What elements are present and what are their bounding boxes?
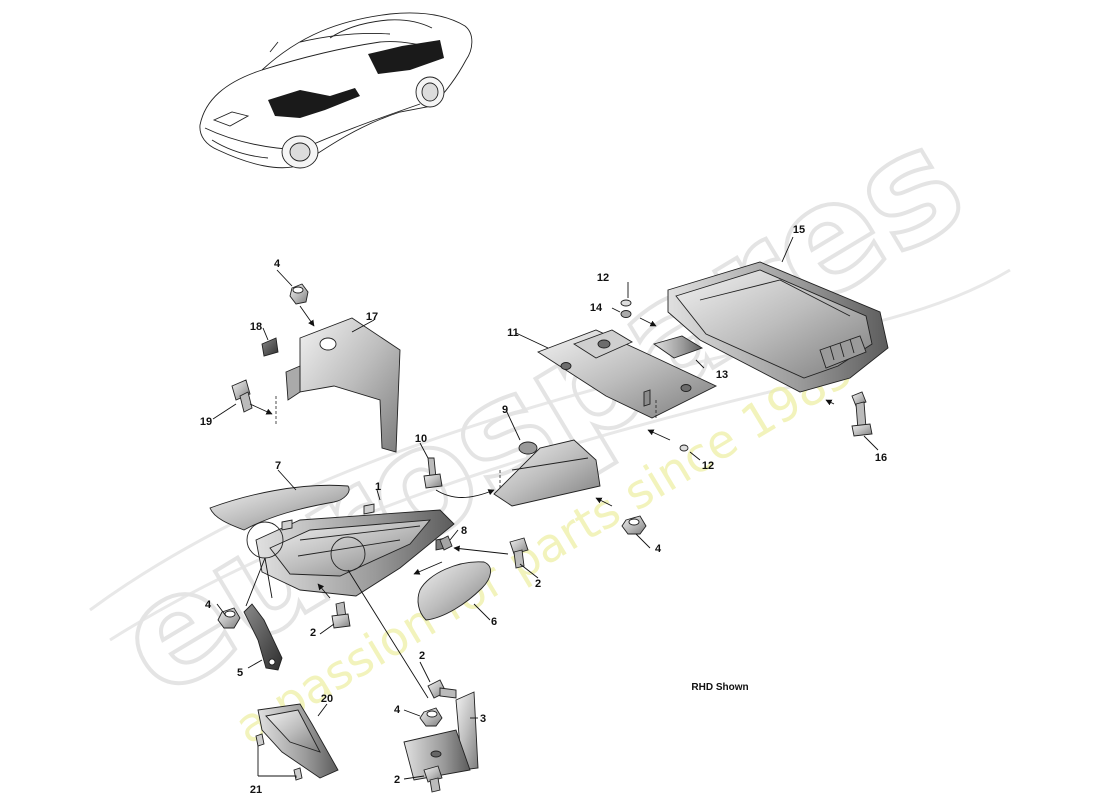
callout-2-lower: 2 xyxy=(419,650,425,662)
nut-4-top xyxy=(289,283,309,305)
callout-11: 11 xyxy=(507,327,519,339)
callout-14: 14 xyxy=(590,302,603,314)
callout-12-top: 12 xyxy=(597,272,609,284)
watermark: eurospares a passion for parts since 198… xyxy=(87,91,1011,755)
part-11-mounting-plate xyxy=(537,329,718,419)
part-7-upper-shield xyxy=(209,484,350,531)
callout-4-right: 4 xyxy=(655,543,662,555)
callout-7: 7 xyxy=(275,460,281,472)
bolt-19 xyxy=(231,379,253,413)
callout-3: 3 xyxy=(480,713,486,725)
part-13-pad xyxy=(652,335,704,359)
callout-labels: 15 12 14 11 13 4 17 18 19 9 10 12 16 7 1… xyxy=(200,224,887,796)
nut-4-lower xyxy=(419,707,443,727)
part-3-angle-bracket xyxy=(403,691,479,781)
washer-14 xyxy=(620,310,632,318)
callout-2-bottom: 2 xyxy=(394,774,400,786)
rhd-shown-note: RHD Shown xyxy=(691,682,748,693)
bolt-10 xyxy=(423,457,443,489)
bolt-2-bottom xyxy=(423,765,443,793)
part-1-exhaust-heat-shield xyxy=(246,503,455,597)
fasteners xyxy=(217,283,873,793)
callout-9: 9 xyxy=(502,404,508,416)
leader-lines xyxy=(212,236,879,780)
callout-19: 19 xyxy=(200,416,212,428)
part-15-undertray xyxy=(667,261,889,393)
callout-13: 13 xyxy=(716,369,728,381)
callout-4-top: 4 xyxy=(274,258,281,270)
bolt-16 xyxy=(851,391,873,437)
washer-12-lower xyxy=(679,444,689,452)
bolt-2-middle xyxy=(509,537,529,569)
callout-4-lower: 4 xyxy=(394,704,401,716)
callout-5: 5 xyxy=(237,667,243,679)
callout-16: 16 xyxy=(875,452,887,464)
callout-21: 21 xyxy=(250,784,262,796)
nut-4-right xyxy=(621,515,647,535)
callout-18: 18 xyxy=(250,321,262,333)
part-6-curved-shield xyxy=(417,561,491,621)
part-9-bracket xyxy=(493,439,601,507)
bolt-2-lower xyxy=(427,679,457,699)
callout-1: 1 xyxy=(375,481,381,493)
bolt-2-left xyxy=(331,601,351,629)
callout-2-middle: 2 xyxy=(535,578,541,590)
car-overview-illustration xyxy=(199,12,473,169)
clips-21 xyxy=(255,733,303,781)
callout-20: 20 xyxy=(321,693,333,705)
part-17-heat-shield xyxy=(285,317,401,453)
part-20-lower-plate xyxy=(257,703,339,779)
washer-12-top xyxy=(620,299,632,307)
callout-6: 6 xyxy=(491,616,497,628)
callout-12-lower: 12 xyxy=(702,460,714,472)
part-18-clip xyxy=(261,337,279,357)
part-5-strap xyxy=(243,603,283,671)
callout-8: 8 xyxy=(461,525,467,537)
callout-4-left: 4 xyxy=(205,599,212,611)
part-8-clip xyxy=(439,535,453,551)
callout-15: 15 xyxy=(793,224,805,236)
callout-17: 17 xyxy=(366,311,378,323)
callout-2-left: 2 xyxy=(310,627,316,639)
callout-10: 10 xyxy=(415,433,427,445)
